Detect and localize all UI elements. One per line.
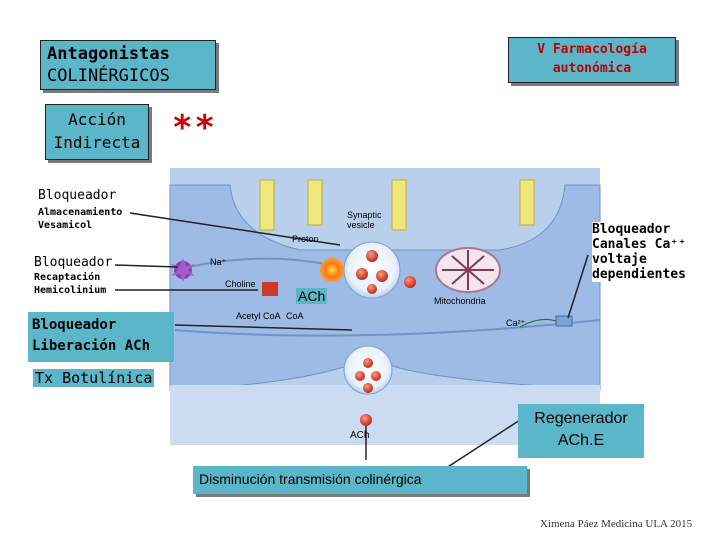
label-bloqueador-almacenamiento: Bloqueador — [38, 188, 117, 203]
label-bloqueador-recaptacion: Bloqueador — [34, 255, 113, 270]
regenerador-box: Regenerador ACh.E — [518, 404, 644, 458]
result-text: Disminución transmisión colinérgica — [199, 471, 422, 487]
regenerador-line-1: Regenerador — [534, 410, 628, 427]
label-acetyl-coa: Acetyl CoA — [236, 311, 281, 321]
regenerador-line-2: ACh.E — [557, 432, 605, 449]
liberacion-box: Bloqueador Liberación ACh — [28, 312, 174, 362]
title-box: Antagonistas COLINÉRGICOS — [40, 40, 216, 90]
emphasis-stars: ** — [172, 108, 217, 148]
label-mitochondria: Mitochondria — [434, 296, 486, 306]
canales-line-2: Canales Ca⁺⁺ — [592, 237, 686, 252]
title-line-1: Antagonistas — [47, 44, 170, 64]
unit-line-2: autonómica — [552, 61, 632, 76]
label-na: Na⁺ — [210, 257, 227, 267]
accion-line-1: Acción — [68, 110, 126, 129]
label-vesicle: vesicle — [347, 220, 375, 230]
footer-credit: Ximena Páez Medicina ULA 2015 — [540, 518, 693, 530]
canales-line-4: dependientes — [592, 267, 686, 282]
label-ach-release: ACh — [350, 430, 370, 441]
label-vesamicol: Vesamicol — [38, 220, 93, 231]
label-proton: Proton — [292, 234, 319, 244]
label-choline: Choline — [225, 279, 256, 289]
label-ca: Ca²⁺ — [506, 318, 526, 328]
unit-box: V Farmacología autonómica — [508, 37, 676, 83]
canales-line-3: voltaje — [592, 252, 647, 267]
liberacion-line-2: Liberación ACh — [32, 338, 151, 354]
liberacion-line-1: Bloqueador — [32, 317, 117, 333]
label-hemicolinium: Hemicolinium — [34, 285, 107, 296]
ach-synthesis-icon — [320, 258, 344, 282]
label-almacenamiento: Almacenamiento — [38, 207, 123, 218]
label-synaptic: Synaptic — [347, 210, 382, 220]
title-line-2: COLINÉRGICOS — [47, 66, 170, 86]
transporter-blocker — [262, 282, 278, 296]
label-ach-synthesis: ACh — [296, 288, 328, 304]
canales-line-1: Bloqueador — [592, 222, 671, 237]
accion-line-2: Indirecta — [53, 133, 141, 152]
ca-channel-icon — [555, 315, 573, 327]
label-coa: CoA — [286, 311, 304, 321]
release-vesicle — [343, 345, 393, 395]
label-botulinica: Tx Botulínica — [33, 369, 155, 387]
ach-molecule-icon — [360, 414, 372, 426]
label-recaptacion: Recaptación — [34, 272, 101, 283]
accion-box: Acción Indirecta — [45, 104, 149, 160]
canales-label-group: Bloqueador Canales Ca⁺⁺ voltaje dependie… — [592, 222, 686, 282]
result-box: Disminución transmisión colinérgica — [193, 466, 527, 494]
unit-line-1: V Farmacología — [537, 42, 647, 57]
